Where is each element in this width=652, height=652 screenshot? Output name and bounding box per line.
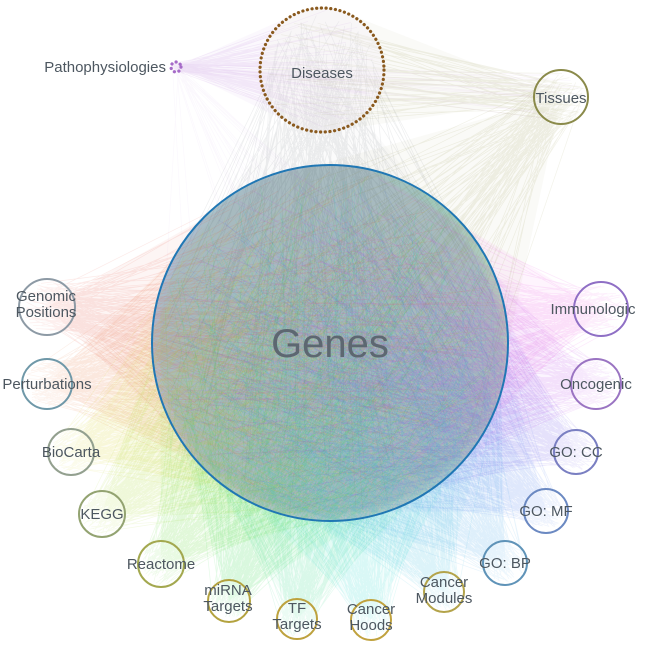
edge-wash-go-mf-genes	[152, 165, 546, 513]
biocarta-label: BioCarta	[42, 444, 101, 461]
edges-reactome-genes	[142, 174, 494, 585]
edges-tissues-diseases	[264, 22, 584, 127]
edges-pathophysiologies-genes	[161, 62, 449, 502]
node-perturbations[interactable]: Perturbations	[2, 358, 92, 410]
kegg-label: KEGG	[80, 506, 123, 523]
edge-wash-tf-targets-genes	[152, 165, 508, 619]
edge-wash-mirna-targets-genes	[152, 165, 508, 601]
node-biocarta[interactable]: BioCarta	[42, 428, 101, 476]
edge-wash-tissues-genes	[152, 97, 561, 521]
go-cc-label: GO: CC	[549, 444, 603, 461]
node-immunologic[interactable]: Immunologic	[550, 281, 636, 337]
reactome-label: Reactome	[127, 556, 195, 573]
immunologic-label: Immunologic	[550, 301, 636, 318]
perturbations-circle[interactable]	[21, 358, 73, 410]
pathophysiologies-label: Pathophysiologies	[44, 59, 166, 76]
edge-wash-kegg-genes	[102, 165, 508, 514]
genes-label: Genes	[271, 322, 389, 366]
node-oncogenic[interactable]: Oncogenic	[560, 358, 632, 410]
edges-go-bp-genes	[160, 181, 525, 583]
edge-wash-perturbations-genes	[47, 165, 508, 521]
edges-cancer-modules-genes	[165, 209, 501, 610]
biocarta-circle[interactable]	[47, 428, 95, 476]
edges-pathophysiologies-tissues	[171, 63, 584, 120]
node-tissues[interactable]: Tissues	[533, 69, 589, 125]
edge-wash-cancer-modules-genes	[152, 165, 508, 592]
edge-wash-reactome-genes	[160, 165, 508, 565]
node-pathophysiologies[interactable]: Pathophysiologies	[44, 59, 183, 76]
edges-go-cc-genes	[160, 184, 596, 510]
diseases-circle[interactable]	[258, 6, 386, 134]
edges-cancer-hoods-genes	[167, 177, 492, 638]
edge-wash-tissues-diseases	[260, 8, 561, 132]
edge-wash-pathophysiologies-diseases	[176, 8, 384, 132]
edges-biocarta-genes	[51, 177, 487, 514]
edges-tissues-genes	[160, 74, 583, 506]
edges-go-mf-genes	[167, 184, 566, 528]
edges-perturbations-genes	[25, 171, 492, 514]
go-mf-label: GO: MF	[519, 503, 572, 520]
node-go-bp[interactable]: GO: BP	[479, 540, 531, 586]
node-kegg[interactable]: KEGG	[78, 490, 126, 538]
edge-wash-cancer-hoods-genes	[152, 165, 508, 620]
tissues-label: Tissues	[535, 90, 586, 107]
oncogenic-circle[interactable]	[570, 358, 622, 410]
go-bp-label: GO: BP	[479, 555, 531, 572]
reactome-circle[interactable]	[137, 540, 185, 588]
cancer-modules-circle[interactable]	[423, 571, 465, 613]
edges-mirna-targets-genes	[173, 176, 501, 618]
cancer-hoods-circle[interactable]	[350, 599, 392, 641]
go-bp-circle[interactable]	[482, 540, 528, 586]
immunologic-circle[interactable]	[573, 281, 629, 337]
genes-circle-fill	[152, 165, 508, 521]
edge-wash-immunologic-genes	[152, 165, 601, 521]
genes-circle[interactable]	[151, 164, 509, 522]
edges-oncogenic-genes	[162, 173, 618, 508]
diseases-label: Diseases	[291, 65, 353, 82]
node-reactome[interactable]: Reactome	[127, 540, 195, 588]
edge-wash-biocarta-genes	[71, 165, 508, 521]
node-genes[interactable]: Genes	[151, 164, 509, 522]
kegg-circle[interactable]	[78, 490, 126, 538]
mirna-targets-circle[interactable]	[207, 579, 251, 623]
tf-targets-circle[interactable]	[276, 598, 318, 640]
pathophysiologies-circle[interactable]	[169, 60, 183, 74]
go-mf-circle[interactable]	[523, 488, 569, 534]
edge-wash-genomic-positions-genes	[47, 165, 508, 521]
edges-kegg-genes	[81, 172, 489, 535]
node-diseases[interactable]: Diseases	[258, 6, 386, 134]
node-go-cc[interactable]: GO: CC	[549, 429, 603, 475]
edges-tf-targets-genes	[162, 185, 487, 637]
edges-immunologic-genes	[159, 178, 625, 510]
go-cc-circle[interactable]	[553, 429, 599, 475]
edges-genomic-positions-genes	[25, 181, 496, 507]
edge-wash-go-cc-genes	[152, 165, 576, 521]
edge-wash-go-bp-genes	[152, 165, 505, 563]
node-go-mf[interactable]: GO: MF	[519, 488, 573, 534]
tissues-circle[interactable]	[533, 69, 589, 125]
perturbations-label: Perturbations	[2, 376, 91, 393]
edges-diseases-genes	[165, 15, 501, 511]
genomic-positions-circle[interactable]	[18, 278, 76, 336]
oncogenic-label: Oncogenic	[560, 376, 632, 393]
